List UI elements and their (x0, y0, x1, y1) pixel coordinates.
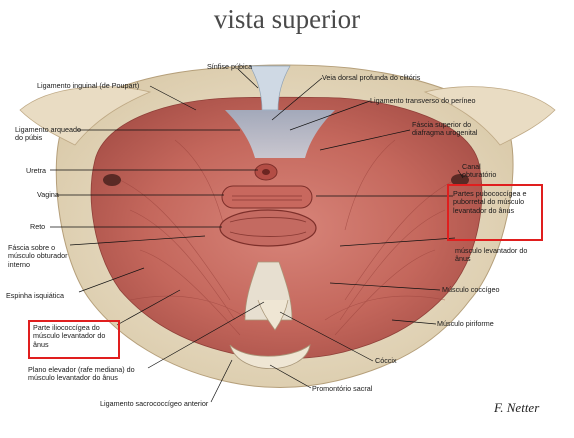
urogenital-fascia (225, 110, 335, 158)
label-partes-pubococcigea: Partes pubococcígea e puborretal do músc… (453, 189, 527, 215)
page-title: vista superior (213, 4, 361, 34)
label-fascia-obturador: Fáscia sobre o músculo obturador interno (8, 243, 68, 269)
label-vagina: Vagina (37, 190, 59, 199)
right-obturator-canal (451, 174, 469, 186)
label-ligamento-transverso: Ligamento transverso do períneo (370, 96, 476, 105)
label-ligamento-sacrococcigeo: Ligamento sacrococcígeo anterior (100, 399, 209, 408)
label-coccix: Cóccix (375, 356, 397, 365)
vagina (221, 185, 313, 209)
label-musculo-piriforme: Músculo piriforme (437, 319, 494, 328)
artist-signature: F. Netter (494, 400, 540, 415)
label-reto: Reto (30, 222, 46, 231)
rectum (219, 209, 317, 247)
label-fascia-superior: Fáscia superior do diafragma urogenital (412, 120, 478, 138)
right-iliac-wing (423, 86, 556, 146)
muscle-fibers (119, 139, 456, 336)
label-veia-dorsal: Veia dorsal profunda do clitóris (322, 73, 421, 82)
label-sinfise-pubica: Sínfise púbica (207, 62, 253, 71)
label-plano-elevador: Plano elevador (rafe mediana) do músculo… (28, 365, 135, 383)
label-canal-obturatorio: Canal obturatório (462, 162, 497, 180)
highlight-box-pubococcigea (447, 184, 543, 241)
label-ligamento-inguinal: Ligamento inguinal (de Poupart) (37, 81, 140, 90)
highlight-box-iliococcigea (28, 320, 120, 359)
label-ligamento-arqueado: Ligamento arqueado do púbis (15, 125, 81, 143)
left-iliac-wing (19, 86, 152, 146)
left-obturator-canal (103, 174, 121, 186)
label-musculo-levantador: músculo levantador do ânus (455, 246, 528, 264)
sacral-promontory (229, 344, 311, 370)
leader-lines (50, 68, 464, 403)
label-musculo-coccigeo: Músculo coccígeo (442, 285, 500, 294)
coccyx (257, 299, 289, 331)
label-uretra: Uretra (26, 166, 46, 175)
label-promontorio-sacral: Promontório sacral (312, 384, 373, 393)
label-espinha-isquiatica: Espinha isquiática (6, 291, 64, 300)
label-parte-iliococcigea: Parte iliococcígea do músculo levantador… (33, 323, 106, 349)
